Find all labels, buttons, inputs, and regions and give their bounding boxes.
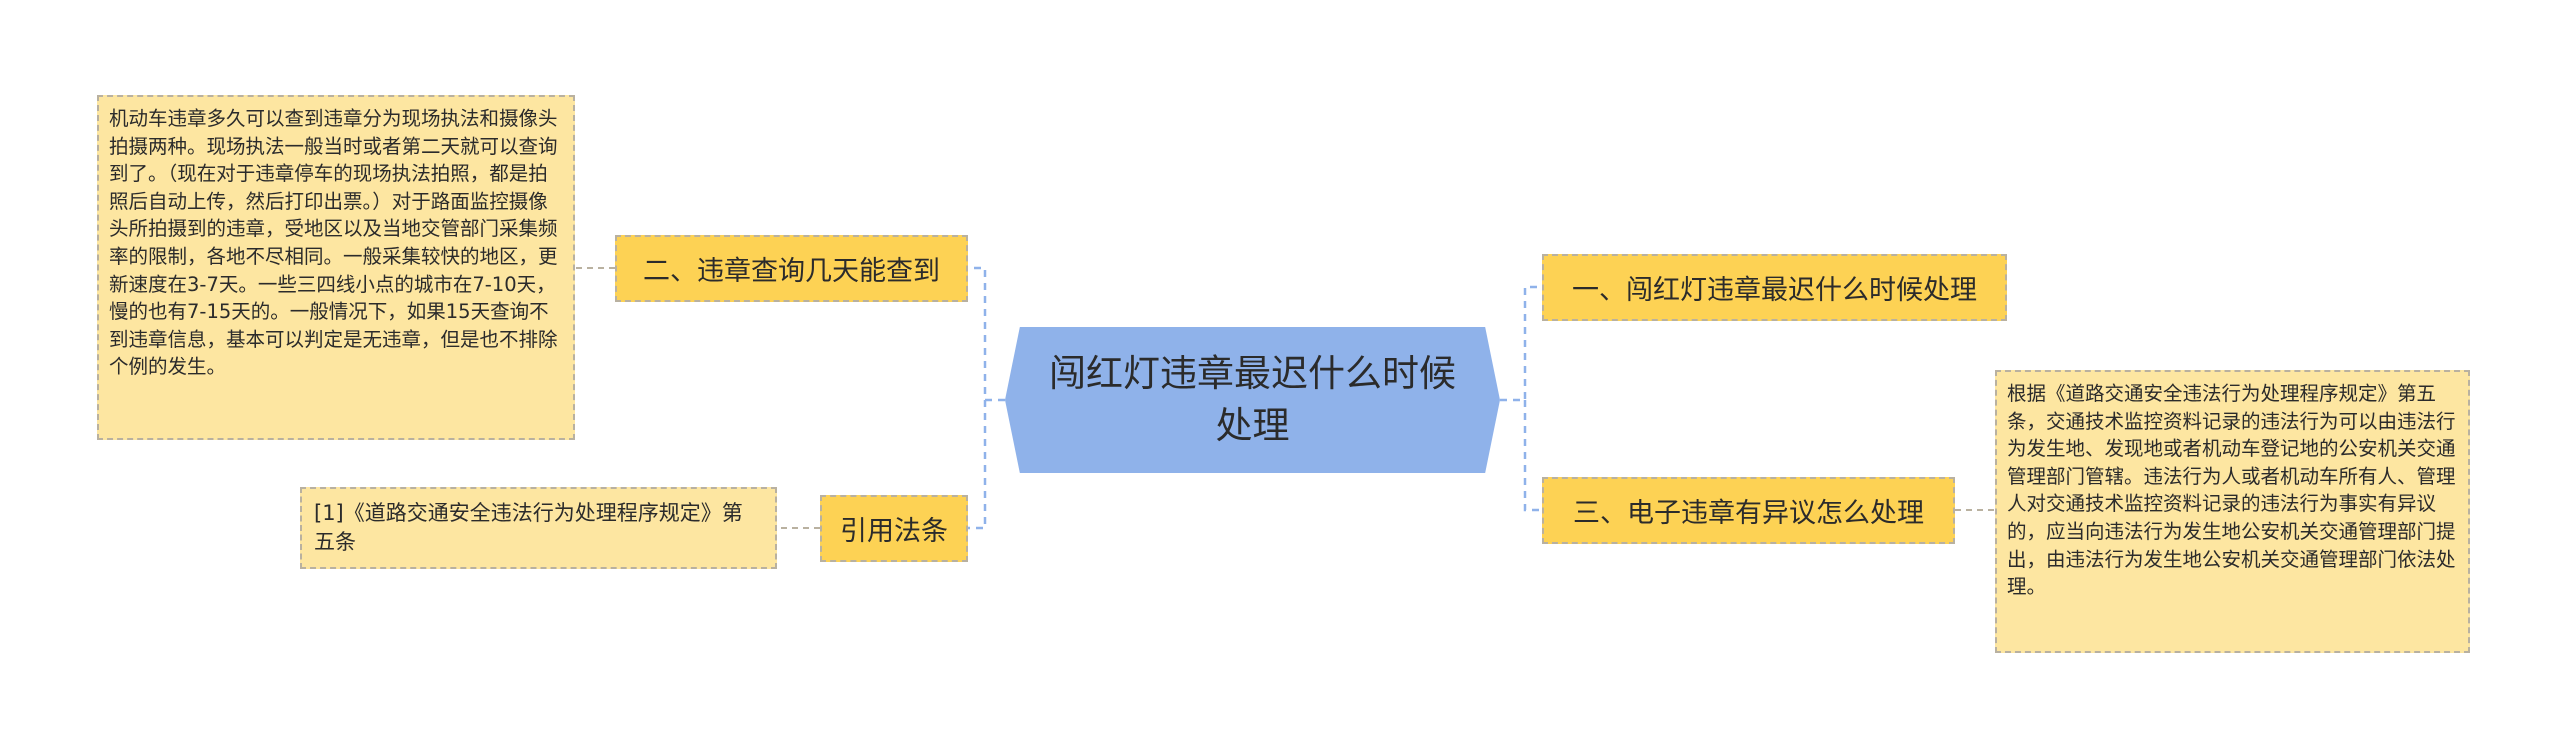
branch-cited-law-label: 引用法条	[840, 516, 948, 547]
branch-query-days[interactable]: 二、违章查询几天能查到	[615, 235, 968, 302]
note-query-days-text: 机动车违章多久可以查到违章分为现场执法和摄像头拍摄两种。现场执法一般当时或者第二…	[109, 107, 558, 379]
branch-red-light-deadline-label: 一、闯红灯违章最迟什么时候处理	[1572, 275, 1977, 306]
central-topic-text: 闯红灯违章最迟什么时候处理	[1049, 352, 1456, 447]
branch-electronic-objection[interactable]: 三、电子违章有异议怎么处理	[1542, 477, 1955, 544]
branch-red-light-deadline[interactable]: 一、闯红灯违章最迟什么时候处理	[1542, 254, 2007, 321]
note-electronic-objection-text: 根据《道路交通安全违法行为处理程序规定》第五条，交通技术监控资料记录的违法行为可…	[2007, 382, 2456, 599]
note-query-days[interactable]: 机动车违章多久可以查到违章分为现场执法和摄像头拍摄两种。现场执法一般当时或者第二…	[97, 95, 575, 440]
branch-cited-law[interactable]: 引用法条	[820, 495, 968, 562]
note-cited-law-text: [1]《道路交通安全违法行为处理程序规定》第五条	[314, 501, 743, 554]
central-topic[interactable]: 闯红灯违章最迟什么时候处理	[1005, 327, 1500, 473]
note-electronic-objection[interactable]: 根据《道路交通安全违法行为处理程序规定》第五条，交通技术监控资料记录的违法行为可…	[1995, 370, 2470, 653]
connector-center-right	[1500, 285, 1542, 512]
branch-query-days-label: 二、违章查询几天能查到	[643, 256, 940, 287]
connector-center-left	[968, 266, 1005, 530]
note-cited-law[interactable]: [1]《道路交通安全违法行为处理程序规定》第五条	[300, 487, 777, 569]
branch-electronic-objection-label: 三、电子违章有异议怎么处理	[1573, 498, 1924, 529]
